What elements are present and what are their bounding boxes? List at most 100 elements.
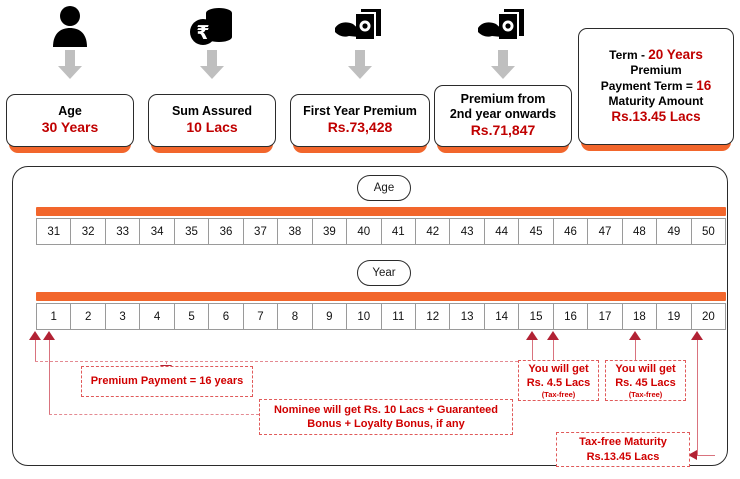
callout-note: (Tax-free)	[628, 390, 663, 400]
card-line-ppt: Payment Term = 16	[600, 77, 712, 93]
callout-line: You will get	[615, 362, 676, 375]
connector-year20-maturity-h	[697, 455, 715, 456]
age-cell: 49	[657, 218, 692, 245]
year-cell: 15	[519, 303, 554, 330]
header-card-first-year-premium: First Year Premium Rs.73,428	[290, 0, 430, 155]
callout-line: Bonus + Loyalty Bonus, if any	[307, 418, 465, 430]
header-card-renewal-premium: Premium from 2nd year onwards Rs.71,847	[434, 0, 572, 155]
down-arrow-icon	[199, 50, 225, 80]
age-cell: 46	[553, 218, 589, 245]
year-cell: 13	[450, 303, 485, 330]
leftarrow-maturity	[688, 450, 697, 460]
age-label-pill: Age	[357, 175, 411, 201]
age-cell: 44	[484, 218, 520, 245]
year-cell: 12	[415, 303, 451, 330]
card-value: Rs.71,847	[470, 122, 536, 139]
card-line: 2nd year onwards	[449, 106, 557, 121]
card-line: Maturity Amount	[608, 94, 704, 109]
header-card-term-maturity: Term - 20 Years Premium Payment Term = 1…	[578, 0, 734, 155]
down-arrow-icon	[57, 50, 83, 80]
age-cell: 45	[519, 218, 554, 245]
year-cell: 4	[140, 303, 175, 330]
year-cell: 16	[553, 303, 589, 330]
card-line-term: Term - 20 Years	[609, 46, 703, 62]
rupee-coins-icon: ₹	[148, 4, 276, 48]
card-line: Age	[58, 103, 82, 118]
card-body: Sum Assured 10 Lacs	[148, 94, 276, 147]
age-cell: 36	[209, 218, 244, 245]
connector-year16-payout	[553, 340, 554, 360]
age-cell: 48	[622, 218, 658, 245]
callout-line: Rs. 4.5 Lacs	[526, 377, 591, 389]
bracket-premium-period	[35, 361, 533, 362]
card-value: Rs.73,428	[327, 119, 393, 136]
year-cell: 6	[209, 303, 244, 330]
age-cell: 50	[691, 218, 727, 245]
year-cell: 5	[174, 303, 210, 330]
header-card-age: Age 30 Years	[6, 0, 134, 155]
header-cards-row: Age 30 Years ₹	[0, 0, 740, 155]
year-cell: 1	[36, 303, 72, 330]
card-body: Age 30 Years	[6, 94, 134, 147]
callout-payout-year18: You will get Rs. 45 Lacs (Tax-free)	[605, 360, 686, 401]
age-cell: 39	[312, 218, 348, 245]
card-line: Sum Assured	[171, 103, 253, 118]
uparrow-year20-maturity	[691, 331, 703, 340]
callout-payout-year16: You will get Rs. 4.5 Lacs (Tax-free)	[518, 360, 599, 401]
uparrow-year1-nominee	[43, 331, 55, 340]
callout-nominee-benefit: Nominee will get Rs. 10 Lacs + Guarantee…	[259, 399, 513, 435]
uparrow-year16-premium	[526, 331, 538, 340]
svg-text:₹: ₹	[196, 22, 209, 44]
card-line: Premium from	[460, 91, 546, 106]
uparrow-year1-premium	[29, 331, 41, 340]
age-cell: 31	[36, 218, 72, 245]
age-cell: 42	[415, 218, 451, 245]
callout-note: (Tax-free)	[541, 390, 576, 400]
connector-year18-payout	[635, 340, 636, 360]
header-card-sum-assured: ₹ Sum Assured 10 Lacs	[148, 0, 276, 155]
card-body: Term - 20 Years Premium Payment Term = 1…	[578, 28, 734, 145]
card-value: 10 Lacs	[186, 119, 238, 136]
connector-year20-maturity-v	[697, 340, 698, 455]
year-cell: 7	[243, 303, 279, 330]
year-cell: 20	[691, 303, 727, 330]
card-body: Premium from 2nd year onwards Rs.71,847	[434, 85, 572, 147]
age-cell: 34	[140, 218, 175, 245]
age-label-text: Age	[373, 182, 395, 194]
age-cell: 33	[105, 218, 141, 245]
year-label-pill: Year	[357, 260, 411, 286]
callout-line: Rs.13.45 Lacs	[586, 450, 660, 463]
year-axis-bar	[36, 292, 726, 301]
year-cell: 8	[278, 303, 313, 330]
age-cell: 41	[381, 218, 416, 245]
callout-line: Tax-free Maturity	[579, 436, 667, 449]
card-value: 30 Years	[41, 119, 99, 136]
down-arrow-icon	[347, 50, 373, 80]
age-cell: 43	[450, 218, 485, 245]
year-cell: 19	[657, 303, 692, 330]
year-cell: 14	[484, 303, 520, 330]
person-icon	[6, 4, 134, 48]
down-arrow-icon	[490, 50, 516, 80]
age-cell: 40	[347, 218, 382, 245]
uparrow-year16-payout	[547, 331, 559, 340]
callout-line: Rs. 45 Lacs	[615, 377, 676, 389]
age-cell: 47	[588, 218, 623, 245]
age-cell: 35	[174, 218, 210, 245]
year-cell: 11	[381, 303, 416, 330]
connector-year1-nominee	[49, 340, 50, 414]
year-cell: 10	[347, 303, 382, 330]
card-body: First Year Premium Rs.73,428	[290, 94, 430, 147]
year-label-text: Year	[372, 267, 396, 279]
year-cell: 18	[622, 303, 658, 330]
hand-cash-icon	[290, 4, 430, 48]
bracket-nominee-period	[49, 414, 259, 415]
card-line: Premium	[630, 63, 682, 78]
hand-cash-icon	[434, 4, 572, 48]
year-cell: 17	[588, 303, 623, 330]
age-cell: 32	[71, 218, 106, 245]
connector-year1-premium	[35, 340, 36, 361]
